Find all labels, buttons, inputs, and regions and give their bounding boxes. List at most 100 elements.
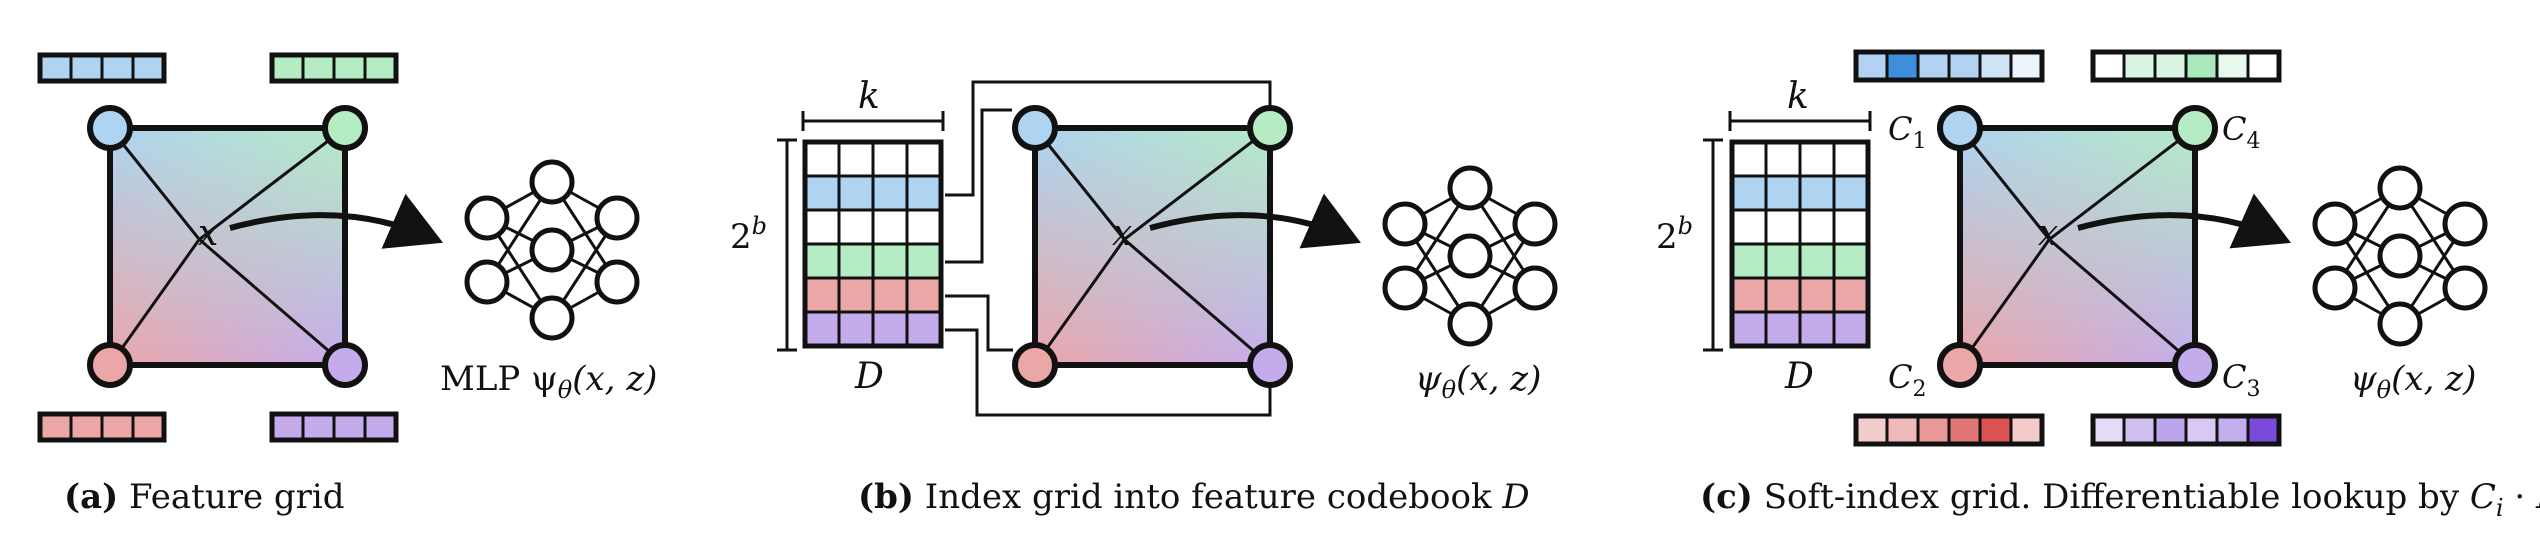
interpolation-line: [108, 127, 201, 241]
soft-bar-border: [1853, 49, 2045, 83]
codebook-cell: [1832, 174, 1870, 212]
feature-codebook: [802, 139, 944, 349]
codebook-cell: [837, 310, 875, 348]
codebook-cell: [1798, 242, 1836, 280]
mlp-neuron: [529, 159, 575, 205]
codebook-cell: [1798, 208, 1836, 246]
interpolation-line: [108, 238, 201, 366]
codebook-border: [1729, 139, 1871, 349]
codebook-cell: [905, 174, 943, 212]
feature-cell: [69, 53, 104, 83]
corner-vertex-blue: [1012, 105, 1058, 151]
codebook-cell: [837, 140, 875, 178]
mlp-neuron: [2377, 301, 2423, 347]
interpolation-line: [2048, 238, 2196, 367]
panel-c: k 2b D C1 C4 C2 C3 x ψθ(x, z): [1656, 49, 2540, 522]
interpolation-line: [1123, 126, 1271, 241]
soft-weight-cell: [2215, 50, 2250, 82]
panel-b: k 2b D x ψθ(x, z) (b) Index grid into fe…: [730, 76, 1558, 517]
mlp-neuron: [1447, 165, 1493, 211]
soft-weight-cell: [2184, 50, 2219, 82]
feature-cell: [301, 412, 336, 442]
soft-weight-cell: [2153, 50, 2188, 82]
corner-vertex-green: [2172, 105, 2218, 151]
codebook-height-label: 2b: [1656, 212, 1693, 257]
soft-weight-cell: [1885, 50, 1920, 82]
corner-label-c1: C1: [1888, 110, 1926, 154]
codebook-cell: [1764, 140, 1802, 178]
interpolation-line: [1123, 238, 1271, 367]
mlp-network-icon: [1382, 165, 1558, 347]
corner-label-c2: C2: [1888, 358, 1926, 402]
soft-weight-cell: [2091, 50, 2126, 82]
codebook-border: [802, 139, 944, 349]
mlp-neuron: [2377, 233, 2423, 279]
mlp-network-icon: [464, 159, 640, 341]
panel-a: x MLP ψθ(x, z) (a) Feature grid: [37, 52, 657, 517]
soft-weight-cell: [1916, 50, 1951, 82]
feature-cell: [301, 53, 336, 83]
codebook-cell: [803, 174, 841, 212]
codebook-cell: [837, 276, 875, 314]
mlp-neuron: [2312, 265, 2358, 311]
corner-vertex-purple: [322, 342, 368, 388]
corner-feature-bar-purple: [269, 411, 399, 443]
soft-weight-cell: [2009, 414, 2044, 446]
corner-vertex-purple: [1247, 342, 1293, 388]
feature-cell: [270, 412, 305, 442]
mlp-neuron: [594, 195, 640, 241]
codebook-cell: [871, 174, 909, 212]
soft-feature-bar-red: [1853, 413, 2045, 447]
index-route-green: [945, 108, 1012, 264]
feature-cell: [332, 53, 367, 83]
soft-weight-cell: [1947, 50, 1982, 82]
corner-label-c4: C4: [2222, 110, 2260, 154]
mlp-label: ψθ(x, z): [2350, 359, 2476, 404]
mlp-neuron: [464, 259, 510, 305]
codebook-cell: [1798, 140, 1836, 178]
soft-feature-bar-purple: [2090, 413, 2282, 447]
codebook-cell: [905, 310, 943, 348]
codebook-cell: [1832, 140, 1870, 178]
corner-vertex-green: [1247, 105, 1293, 151]
interpolation-line: [198, 238, 346, 367]
mlp-neuron: [1447, 301, 1493, 347]
corner-feature-bar-blue: [37, 52, 167, 84]
soft-weight-cell: [2153, 414, 2188, 446]
feature-codebook: [1729, 139, 1871, 349]
codebook-cell: [1764, 208, 1802, 246]
lookup-arrow: [1149, 193, 1361, 249]
mlp-neuron: [1512, 201, 1558, 247]
soft-weight-cell: [2246, 50, 2281, 82]
feature-cell: [69, 412, 104, 442]
mlp-neuron: [2442, 265, 2488, 311]
codebook-cell: [1730, 208, 1768, 246]
codebook-cell: [1730, 174, 1768, 212]
codebook-width-label: k: [1787, 76, 1809, 117]
soft-weight-cell: [2246, 414, 2281, 446]
codebook-cell: [871, 140, 909, 178]
codebook-cell: [1798, 310, 1836, 348]
soft-feature-bar-blue: [1853, 49, 2045, 83]
mlp-neuron: [464, 195, 510, 241]
codebook-cell: [1832, 242, 1870, 280]
soft-weight-cell: [1978, 414, 2013, 446]
feature-cell: [363, 53, 398, 83]
corner-feature-bar-green: [269, 52, 399, 84]
codebook-cell: [1832, 310, 1870, 348]
corner-label-c3: C3: [2222, 358, 2260, 402]
interpolation-line: [1958, 127, 2051, 241]
feature-cell: [100, 53, 135, 83]
soft-bar-border: [2090, 413, 2282, 447]
codebook-cell: [1832, 208, 1870, 246]
mlp-neuron: [594, 259, 640, 305]
feature-cell: [100, 412, 135, 442]
interpolation-line: [1958, 238, 2051, 366]
codebook-label: D: [1784, 356, 1814, 397]
codebook-cell: [905, 140, 943, 178]
codebook-width-marker: [801, 111, 945, 131]
cell-border: [1957, 125, 2198, 368]
soft-weight-cell: [2215, 414, 2250, 446]
codebook-cell: [905, 208, 943, 246]
mlp-neuron: [529, 295, 575, 341]
